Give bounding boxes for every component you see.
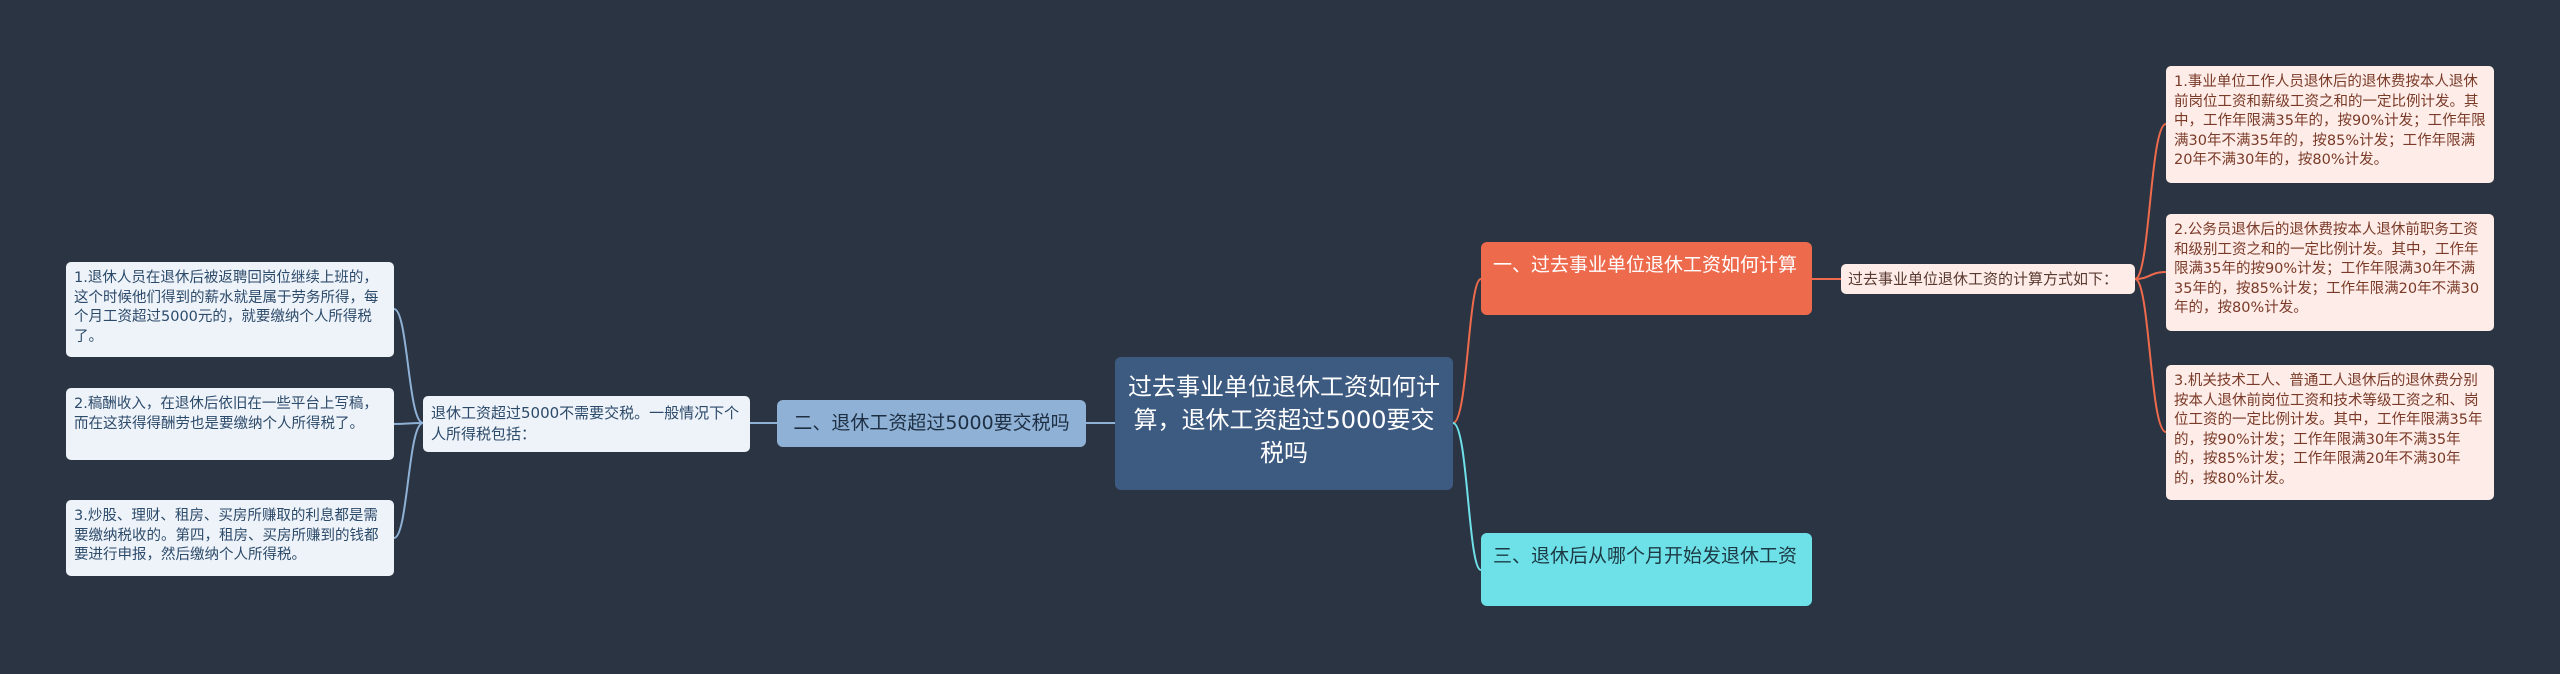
leaf-text: 3.机关技术工人、普通工人退休后的退休费分别按本人退休前岗位工资和技术等级工资之… — [2174, 373, 2483, 487]
branch-tax[interactable]: 二、退休工资超过5000要交税吗 — [777, 400, 1086, 447]
leaf-civil-servants[interactable]: 2.公务员退休后的退休费按本人退休前职务工资和级别工资之和的一定比例计发。其中，… — [2166, 214, 2494, 331]
link-b1-leaf3 — [2134, 278, 2167, 433]
branch-tax-label: 二、退休工资超过5000要交税吗 — [793, 412, 1070, 434]
leaf-text: 3.炒股、理财、租房、买房所赚取的利息都是需要缴纳税收的。第四，租房、买房所赚到… — [74, 508, 379, 564]
link-b2-leaf1 — [393, 308, 424, 424]
link-b2-leaf2 — [393, 422, 424, 425]
branch-calculation-label: 一、过去事业单位退休工资如何计算 — [1493, 254, 1798, 276]
leaf-text: 1.事业单位工作人员退休后的退休费按本人退休前岗位工资和薪级工资之和的一定比例计… — [2174, 74, 2486, 169]
leaf-technical-workers[interactable]: 3.机关技术工人、普通工人退休后的退休费分别按本人退休前岗位工资和技术等级工资之… — [2166, 365, 2494, 500]
leaf-investment-income[interactable]: 3.炒股、理财、租房、买房所赚取的利息都是需要缴纳税收的。第四，租房、买房所赚到… — [66, 500, 394, 576]
leaf-royalty-income[interactable]: 2.稿酬收入，在退休后依旧在一些平台上写稿，而在这获得得酬劳也是要缴纳个人所得税… — [66, 388, 394, 460]
root-topic-label: 过去事业单位退休工资如何计算，退休工资超过5000要交税吗 — [1128, 373, 1440, 467]
root-topic[interactable]: 过去事业单位退休工资如何计算，退休工资超过5000要交税吗 — [1115, 357, 1453, 490]
link-b1-leaf2 — [2134, 271, 2167, 280]
leaf-public-institution-staff[interactable]: 1.事业单位工作人员退休后的退休费按本人退休前岗位工资和薪级工资之和的一定比例计… — [2166, 66, 2494, 183]
leaf-rehired-income[interactable]: 1.退休人员在退休后被返聘回岗位继续上班的，这个时候他们得到的薪水就是属于劳务所… — [66, 262, 394, 357]
branch-tax-subtopic[interactable]: 退休工资超过5000不需要交税。一般情况下个人所得税包括： — [423, 396, 750, 452]
leaf-text: 2.稿酬收入，在退休后依旧在一些平台上写稿，而在这获得得酬劳也是要缴纳个人所得税… — [74, 396, 378, 432]
branch-start-month[interactable]: 三、退休后从哪个月开始发退休工资 — [1481, 533, 1812, 606]
branch-calculation-subtopic[interactable]: 过去事业单位退休工资的计算方式如下： — [1841, 264, 2135, 294]
branch-start-month-label: 三、退休后从哪个月开始发退休工资 — [1493, 545, 1798, 567]
link-b2-leaf3 — [393, 422, 424, 539]
branch-calculation-subtopic-label: 过去事业单位退休工资的计算方式如下： — [1848, 270, 2119, 288]
leaf-text: 2.公务员退休后的退休费按本人退休前职务工资和级别工资之和的一定比例计发。其中，… — [2174, 222, 2480, 317]
leaf-text: 1.退休人员在退休后被返聘回岗位继续上班的，这个时候他们得到的薪水就是属于劳务所… — [74, 270, 379, 345]
link-root-b3 — [1452, 422, 1482, 571]
link-b1-leaf1 — [2134, 123, 2167, 280]
branch-calculation[interactable]: 一、过去事业单位退休工资如何计算 — [1481, 242, 1812, 315]
link-root-b1 — [1452, 278, 1482, 424]
branch-tax-subtopic-label: 退休工资超过5000不需要交税。一般情况下个人所得税包括： — [431, 404, 740, 443]
